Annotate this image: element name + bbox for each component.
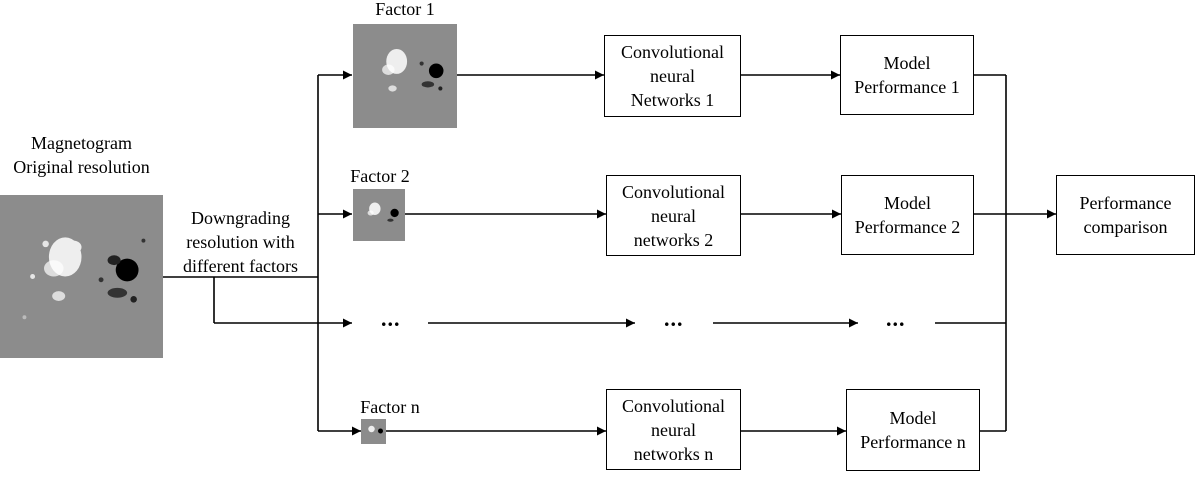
downgrading-label: Downgrading resolution with different fa… bbox=[182, 208, 299, 276]
perfn-label: Model Performance n bbox=[860, 408, 966, 452]
cnn1-box: Convolutional neural Networks 1 bbox=[604, 35, 741, 117]
comparison-label: Performance comparison bbox=[1079, 193, 1172, 237]
comparison-box: Performance comparison bbox=[1056, 175, 1195, 255]
factorn-label: Factor n bbox=[360, 397, 420, 417]
perf1-box: Model Performance 1 bbox=[840, 35, 974, 115]
source-magnetogram-image bbox=[0, 195, 163, 358]
factor1-magnetogram-image bbox=[353, 24, 457, 128]
source-title: Magnetogram Original resolution bbox=[13, 133, 150, 177]
perf2-box: Model Performance 2 bbox=[841, 175, 974, 255]
perf1-label: Model Performance 1 bbox=[854, 53, 960, 97]
cnn1-label: Convolutional neural Networks 1 bbox=[621, 42, 724, 110]
cnn2-box: Convolutional neural networks 2 bbox=[606, 175, 741, 256]
cnn2-label: Convolutional neural networks 2 bbox=[622, 181, 725, 250]
factor2-label: Factor 2 bbox=[350, 166, 410, 186]
ellipsis-factor: ... bbox=[381, 306, 401, 331]
factorn-magnetogram-image bbox=[361, 419, 386, 444]
cnnn-box: Convolutional neural networks n bbox=[606, 389, 741, 470]
perfn-box: Model Performance n bbox=[846, 389, 980, 471]
ellipsis-cnn: ... bbox=[664, 306, 684, 331]
perf2-label: Model Performance 2 bbox=[854, 193, 961, 237]
factor1-label: Factor 1 bbox=[375, 0, 435, 19]
ellipsis-performance: ... bbox=[886, 306, 906, 331]
cnnn-label: Convolutional neural networks n bbox=[622, 395, 725, 464]
factor2-magnetogram-image bbox=[353, 189, 405, 241]
